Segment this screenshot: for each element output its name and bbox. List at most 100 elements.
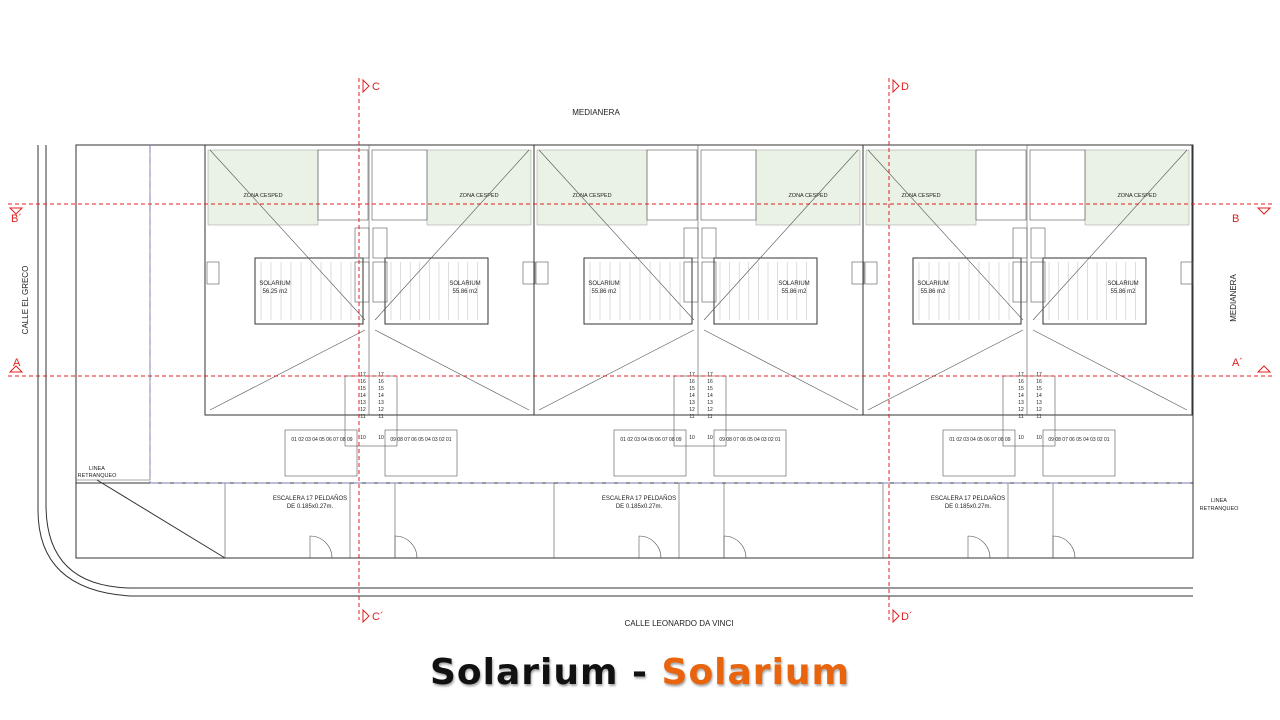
utility-unit [372, 261, 388, 303]
roof-slope [703, 149, 859, 321]
stair-step-number: 12 [378, 407, 384, 413]
stair-step-number: 14 [689, 393, 695, 399]
stair-step-number: 16 [360, 379, 366, 385]
side-window [1180, 261, 1194, 285]
stair-step-number: 14 [707, 393, 713, 399]
solarium-label: SOLARIUM [778, 281, 809, 287]
solarium-terrace [1042, 257, 1147, 325]
stair-step-number: 17 [1018, 372, 1024, 378]
solarium-label: SOLARIUM [449, 281, 480, 287]
stair-step-number: 15 [689, 386, 695, 392]
section-label-a-right: A´ [1232, 357, 1243, 369]
lawn-area [865, 149, 977, 226]
stair-description: ESCALERA 17 PELDAÑOS [931, 495, 1005, 502]
stair-step-number: 16 [378, 379, 384, 385]
section-label-d-top: D [901, 81, 909, 93]
stair-step-number: 11 [689, 414, 694, 420]
stair-step-number: 17 [689, 372, 695, 378]
stair-step-number: 14 [378, 393, 384, 399]
solarium-terrace [583, 257, 693, 325]
street-left-label: CALLE EL GRECO [21, 266, 30, 335]
lawn-area [536, 149, 648, 226]
stair-well [344, 375, 398, 447]
stair-step-number: 11 [1018, 414, 1023, 420]
roof-slope [538, 149, 695, 321]
stair-step-number: 15 [360, 386, 366, 392]
stair-step-number: 11 [360, 414, 365, 420]
solarium-label: SOLARIUM [259, 281, 290, 287]
solarium-terrace [713, 257, 818, 325]
stair-run [942, 429, 1016, 477]
roof-slope [703, 329, 859, 411]
stair-step-number: 12 [360, 407, 366, 413]
stair-step-number: 16 [1036, 379, 1042, 385]
patio-box [1029, 149, 1086, 221]
solarium-terrace [384, 257, 489, 325]
section-label-d-bottom: D´ [901, 611, 913, 623]
stair-description: ESCALERA 17 PELDAÑOS [602, 495, 676, 502]
roof-slope [209, 149, 366, 321]
solarium-label: SOLARIUM [588, 281, 619, 287]
stair-step-number: 17 [360, 372, 366, 378]
section-marker-d-top [892, 78, 900, 94]
stair-run [284, 429, 358, 477]
solarium-area: 55.86 m2 [920, 289, 946, 295]
stair-well [1002, 375, 1056, 447]
side-window [851, 261, 865, 285]
stair-step-number: 14 [1036, 393, 1042, 399]
street-bottom-label: CALLE LEONARDO DA VINCI [625, 619, 734, 628]
stair-landing-number: 10 [1036, 435, 1042, 441]
stair-description: DE 0.185x0.27m. [287, 504, 334, 510]
roof-slope [374, 329, 530, 411]
lawn-label: ZONA CESPED [459, 193, 498, 199]
stair-step-number: 12 [1018, 407, 1024, 413]
setback-label-linea-right: LINEA [1211, 498, 1227, 504]
roof-slope [867, 149, 1024, 321]
section-marker-c-bottom [362, 608, 370, 624]
solarium-terrace [912, 257, 1022, 325]
solarium-area: 55.86 m2 [781, 289, 807, 295]
stair-step-number: 12 [689, 407, 695, 413]
lawn-area [207, 149, 319, 226]
roof-slope [867, 329, 1024, 411]
roof-slope [209, 329, 366, 411]
patio-box [700, 149, 757, 221]
solarium-label: SOLARIUM [1107, 281, 1138, 287]
door-swing [394, 535, 418, 559]
stair-description: DE 0.185x0.27m. [945, 504, 992, 510]
stair-description: DE 0.185x0.27m. [616, 504, 663, 510]
stair-step-number: 16 [707, 379, 713, 385]
stair-step-number: 15 [1018, 386, 1024, 392]
section-marker-d-bottom [892, 608, 900, 624]
block-outline [862, 144, 1193, 416]
stair-steps-left: 01 02 03 04 05 06 07 08 09 [291, 437, 352, 443]
utility-unit [372, 227, 388, 259]
side-window [206, 261, 220, 285]
stair-step-number: 17 [378, 372, 384, 378]
stair-landing-number: 10 [360, 435, 366, 441]
stair-step-number: 15 [707, 386, 713, 392]
stair-step-number: 14 [1018, 393, 1024, 399]
stair-step-number: 16 [1018, 379, 1024, 385]
street-right-label: MEDIANERA [1229, 274, 1238, 322]
stair-step-number: 11 [378, 414, 383, 420]
door-swing [723, 535, 747, 559]
section-label-c-top: C [372, 81, 380, 93]
roof-slope [1032, 329, 1188, 411]
stair-landing-number: 10 [689, 435, 695, 441]
section-marker-b-left [8, 207, 24, 215]
stair-landing-number: 10 [1018, 435, 1024, 441]
section-label-b-right: B [1232, 213, 1239, 225]
side-window [864, 261, 878, 285]
stair-step-number: 17 [1036, 372, 1042, 378]
stair-steps-left: 01 02 03 04 05 06 07 08 09 [620, 437, 681, 443]
solarium-area: 55.86 m2 [452, 289, 478, 295]
patio-box [975, 149, 1027, 221]
side-window [522, 261, 536, 285]
lawn-area [426, 149, 532, 226]
stair-well [673, 375, 727, 447]
stair-step-number: 11 [1036, 414, 1041, 420]
caption: Solarium - Solarium [0, 652, 1280, 693]
stair-run [1042, 429, 1116, 477]
